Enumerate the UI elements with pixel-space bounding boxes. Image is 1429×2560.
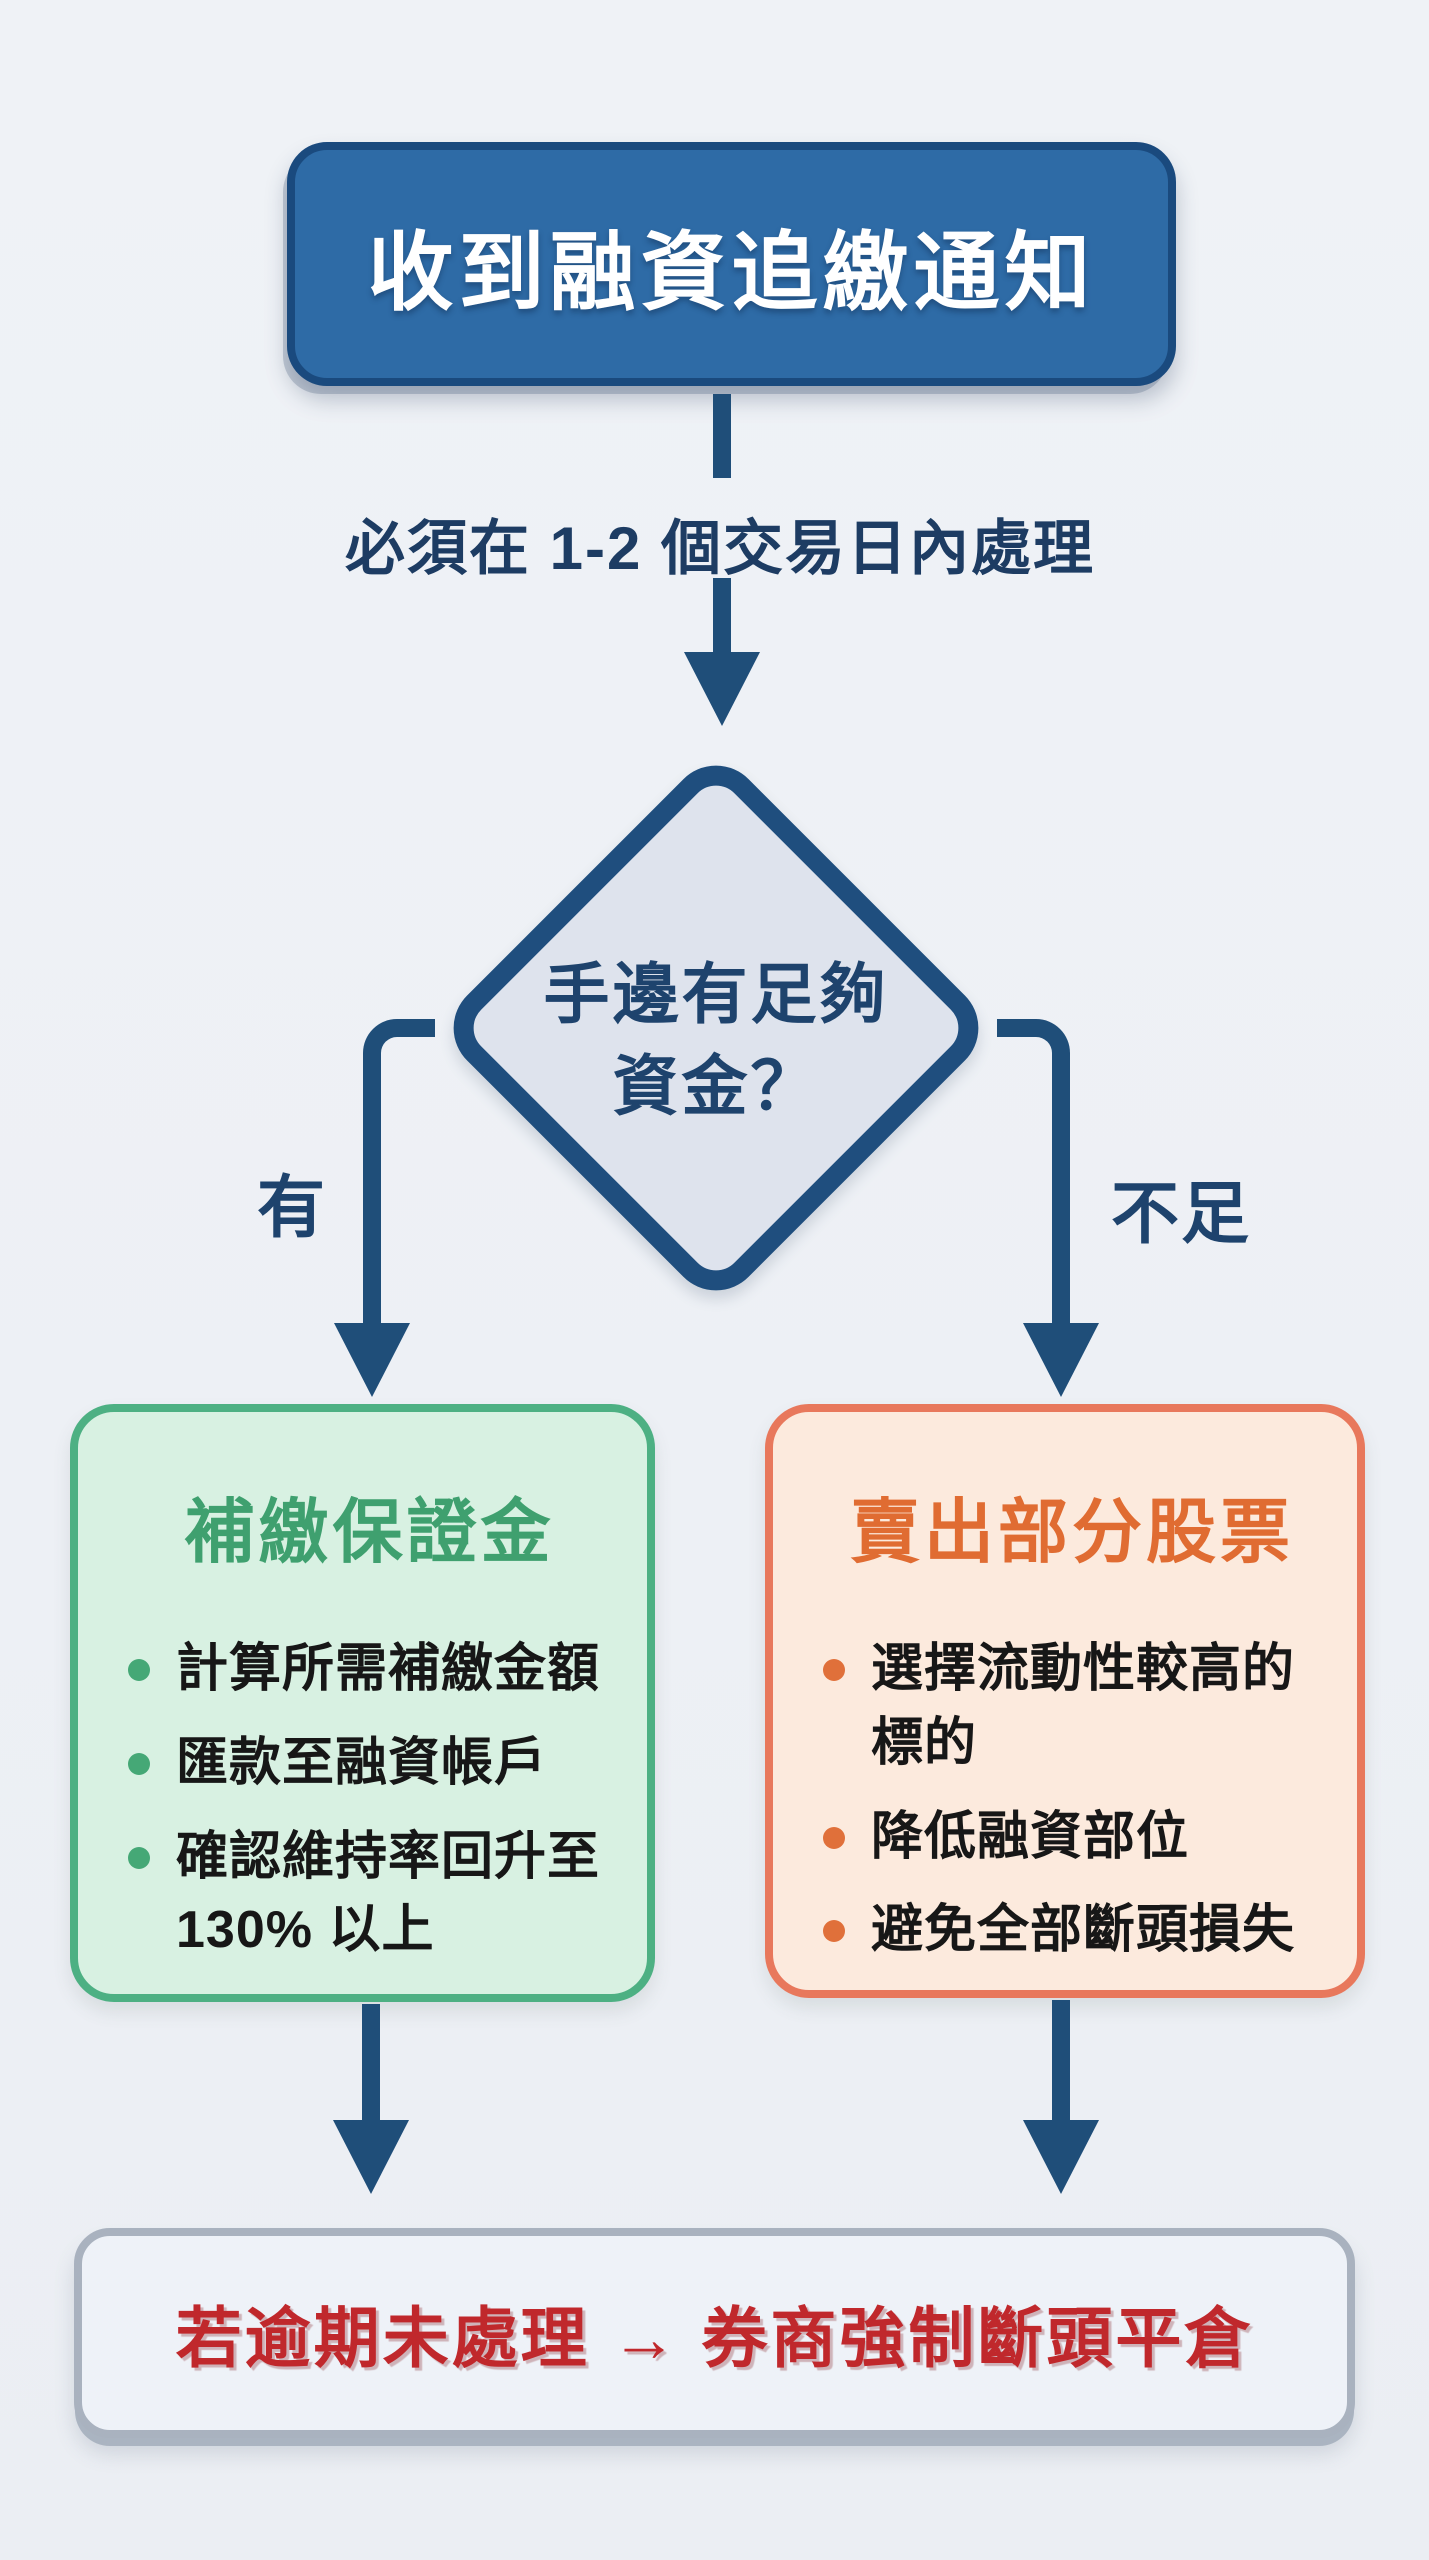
branch-label-no: 不足 bbox=[1110, 1176, 1251, 1252]
arrow-to-decision-shaft bbox=[713, 578, 731, 660]
decision-label: 手邊有足夠 資金？ bbox=[543, 957, 889, 1124]
sell-card-title: 賣出部分股票 bbox=[850, 1493, 1294, 1571]
deposit-option-card: 補繳保證金 計算所需補繳金額 匯款至融資帳戶 確認維持率回升至 130% 以上 bbox=[70, 1404, 655, 2002]
deposit-card-title: 補繳保證金 bbox=[184, 1493, 555, 1571]
list-item: 匯款至融資帳戶 bbox=[128, 1727, 611, 1801]
bullet-text: 選擇流動性較高的 標的 bbox=[871, 1640, 1296, 1772]
sell-option-card: 賣出部分股票 選擇流動性較高的 標的 降低融資部位 避免全部斷頭損失 bbox=[765, 1404, 1365, 1998]
start-node-label: 收到融資追繳通知 bbox=[367, 224, 1096, 321]
list-item: 計算所需補繳金額 bbox=[128, 1633, 611, 1707]
arrow-from-sell-shaft bbox=[1052, 2000, 1070, 2126]
branch-no-arrowhead bbox=[1023, 1323, 1099, 1397]
deadline-note: 必須在 1-2 個交易日內處理 bbox=[344, 515, 1096, 582]
deposit-bullet-list: 計算所需補繳金額 匯款至融資帳戶 確認維持率回升至 130% 以上 bbox=[128, 1633, 611, 1968]
list-item: 選擇流動性較高的 標的 bbox=[823, 1633, 1321, 1781]
list-item: 避免全部斷頭損失 bbox=[823, 1894, 1321, 1968]
branch-yes-arrowhead bbox=[334, 1323, 410, 1397]
bullet-dot-icon bbox=[823, 1826, 845, 1849]
connector-stub bbox=[713, 394, 731, 478]
arrow-from-sell-head bbox=[1023, 2120, 1099, 2194]
branch-yes-connector bbox=[363, 1019, 435, 1327]
list-item: 確認維持率回升至 130% 以上 bbox=[128, 1821, 611, 1969]
bullet-dot-icon bbox=[128, 1659, 150, 1681]
branch-label-yes: 有 bbox=[256, 1170, 327, 1246]
bullet-dot-icon bbox=[128, 1846, 150, 1869]
bullet-dot-icon bbox=[823, 1920, 845, 1943]
bullet-text: 計算所需補繳金額 bbox=[176, 1640, 601, 1698]
bullet-dot-icon bbox=[823, 1659, 845, 1681]
branch-no-connector bbox=[997, 1019, 1070, 1327]
bullet-text: 確認維持率回升至 130% 以上 bbox=[176, 1827, 601, 1960]
start-node: 收到融資追繳通知 bbox=[287, 142, 1176, 386]
warning-node: 若逾期未處理 → 券商強制斷頭平倉 bbox=[74, 2228, 1355, 2438]
bullet-text: 避免全部斷頭損失 bbox=[871, 1901, 1296, 1960]
arrow-from-deposit-shaft bbox=[362, 2004, 380, 2126]
arrow-from-deposit-head bbox=[333, 2120, 409, 2194]
warning-label: 若逾期未處理 → 券商強制斷頭平倉 bbox=[175, 2301, 1254, 2375]
list-item: 降低融資部位 bbox=[823, 1801, 1321, 1875]
bullet-text: 匯款至融資帳戶 bbox=[176, 1733, 548, 1792]
bullet-text: 降低融資部位 bbox=[871, 1807, 1190, 1866]
bullet-dot-icon bbox=[128, 1752, 150, 1775]
sell-bullet-list: 選擇流動性較高的 標的 降低融資部位 避免全部斷頭損失 bbox=[823, 1633, 1321, 1968]
arrow-to-decision-head bbox=[684, 652, 760, 726]
